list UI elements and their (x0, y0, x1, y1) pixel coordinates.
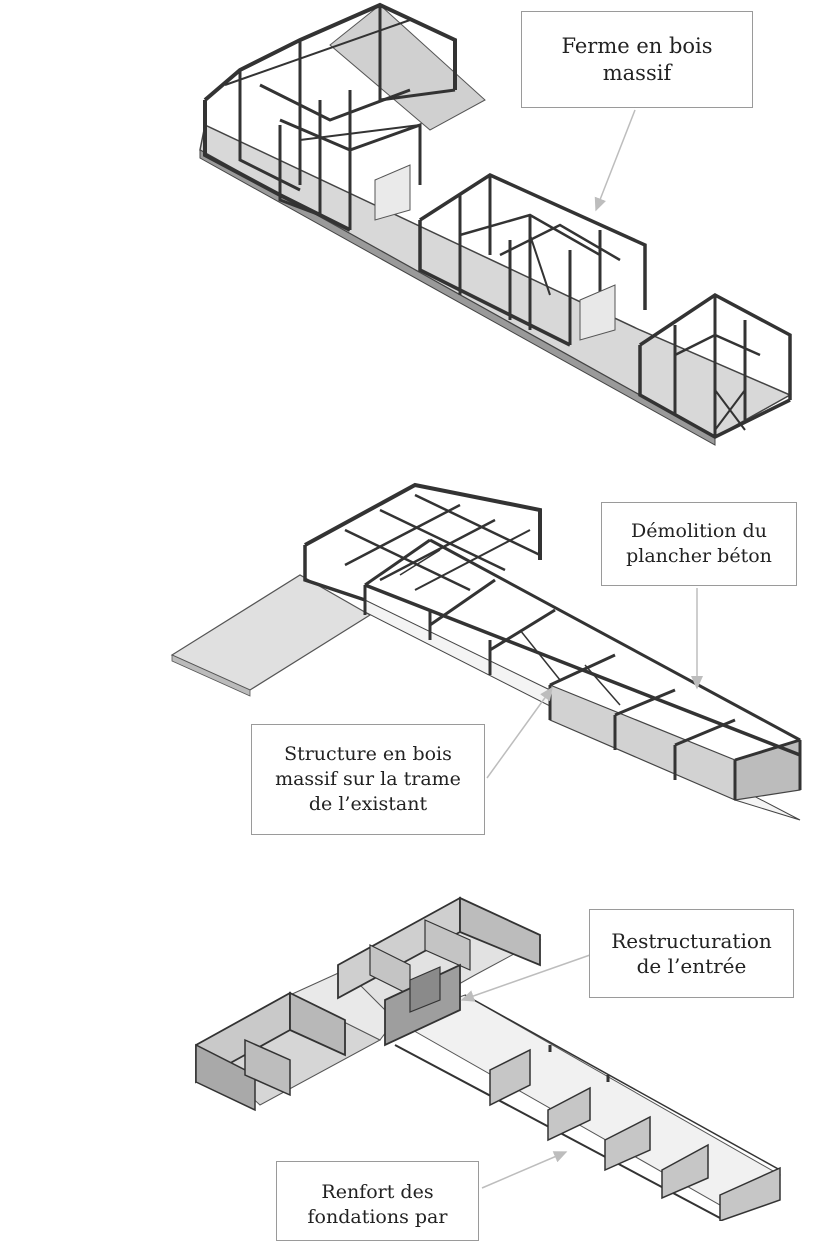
axo-middle-timber-frame (170, 482, 802, 821)
callout-ferme-bois: Ferme en bois massif (521, 11, 753, 108)
axo-bottom-walls (195, 896, 782, 1221)
leader-renfort (481, 1151, 568, 1189)
callout-demolition-plancher: Démolition du plancher béton (601, 502, 797, 586)
callout-structure-bois: Structure en bois massif sur la trame de… (251, 724, 485, 835)
leader-restructuration (460, 954, 591, 1002)
callout-renfort-fondations: Renfort des fondations par (276, 1161, 479, 1241)
leader-ferme (594, 109, 636, 212)
callout-restructuration-entree: Restructuration de l’entrée (589, 909, 794, 998)
axo-top-timber-trusses (199, 2, 792, 446)
leader-structure (486, 686, 553, 779)
